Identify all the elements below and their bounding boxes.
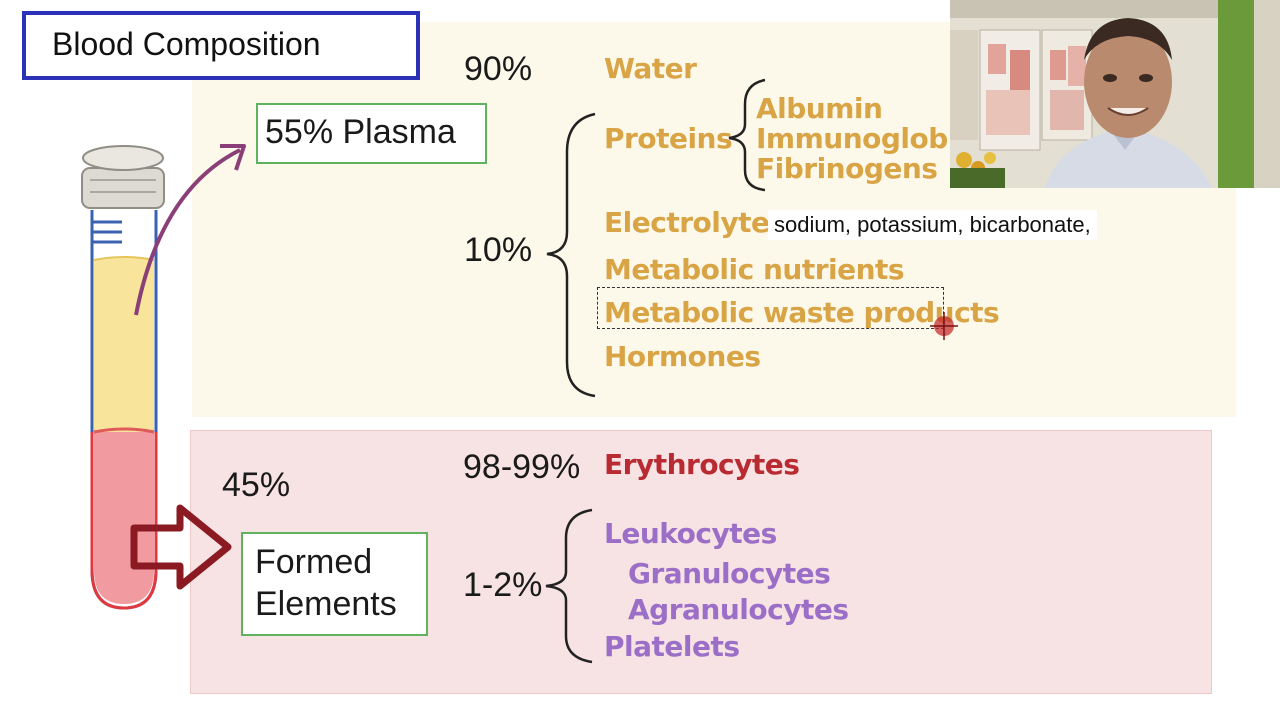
granulocytes-label: Granulocytes [628, 557, 831, 590]
tube-formed-layer [94, 432, 154, 604]
platelets-label: Platelets [604, 630, 740, 663]
erythrocytes-label: Erythrocytes [604, 448, 800, 481]
presenter-webcam [950, 0, 1280, 188]
water-percent: 90% [464, 50, 533, 88]
formed-percent: 45% [222, 466, 291, 504]
tube-red-outline [90, 432, 158, 610]
leukocytes-label: Leukocytes [604, 517, 777, 550]
plasma-label: 55% Plasma [265, 113, 456, 151]
electrolytes-label: Electrolytes [604, 206, 786, 239]
plasma-arrow-icon [134, 144, 246, 316]
electrolytes-note: sodium, potassium, bicarbonate, [768, 210, 1097, 240]
formed-brace [545, 508, 593, 664]
agranulocytes-label: Agranulocytes [628, 593, 849, 626]
metabolic-nutrients-label: Metabolic nutrients [604, 253, 905, 286]
proteins-brace [728, 78, 766, 192]
proteins-label: Proteins [604, 122, 733, 155]
selection-rectangle[interactable] [597, 287, 944, 329]
formed-boundary [93, 427, 155, 434]
presenter-video-frame [950, 0, 1280, 188]
crosshair-cursor-icon [930, 312, 958, 340]
water-label: Water [604, 52, 697, 85]
page-title: Blood Composition [52, 26, 321, 62]
formed-elements-label-box [241, 532, 428, 636]
plasma-brace [546, 112, 596, 398]
other-plasma-percent: 10% [464, 231, 533, 269]
plasma-label-box [256, 103, 487, 164]
protein-albumin: Albumin [756, 92, 883, 125]
other-formed-percent: 1-2% [463, 566, 543, 604]
title-box [22, 11, 420, 80]
protein-fibrinogens: Fibrinogens [756, 152, 938, 185]
metabolic-waste-label: Metabolic waste products [604, 296, 1000, 329]
formed-label-line2: Elements [255, 585, 397, 623]
hormones-label: Hormones [604, 340, 761, 373]
formed-arrow-icon [130, 504, 232, 590]
erythrocytes-percent: 98-99% [463, 448, 581, 486]
formed-label-line1: Formed [255, 543, 373, 581]
